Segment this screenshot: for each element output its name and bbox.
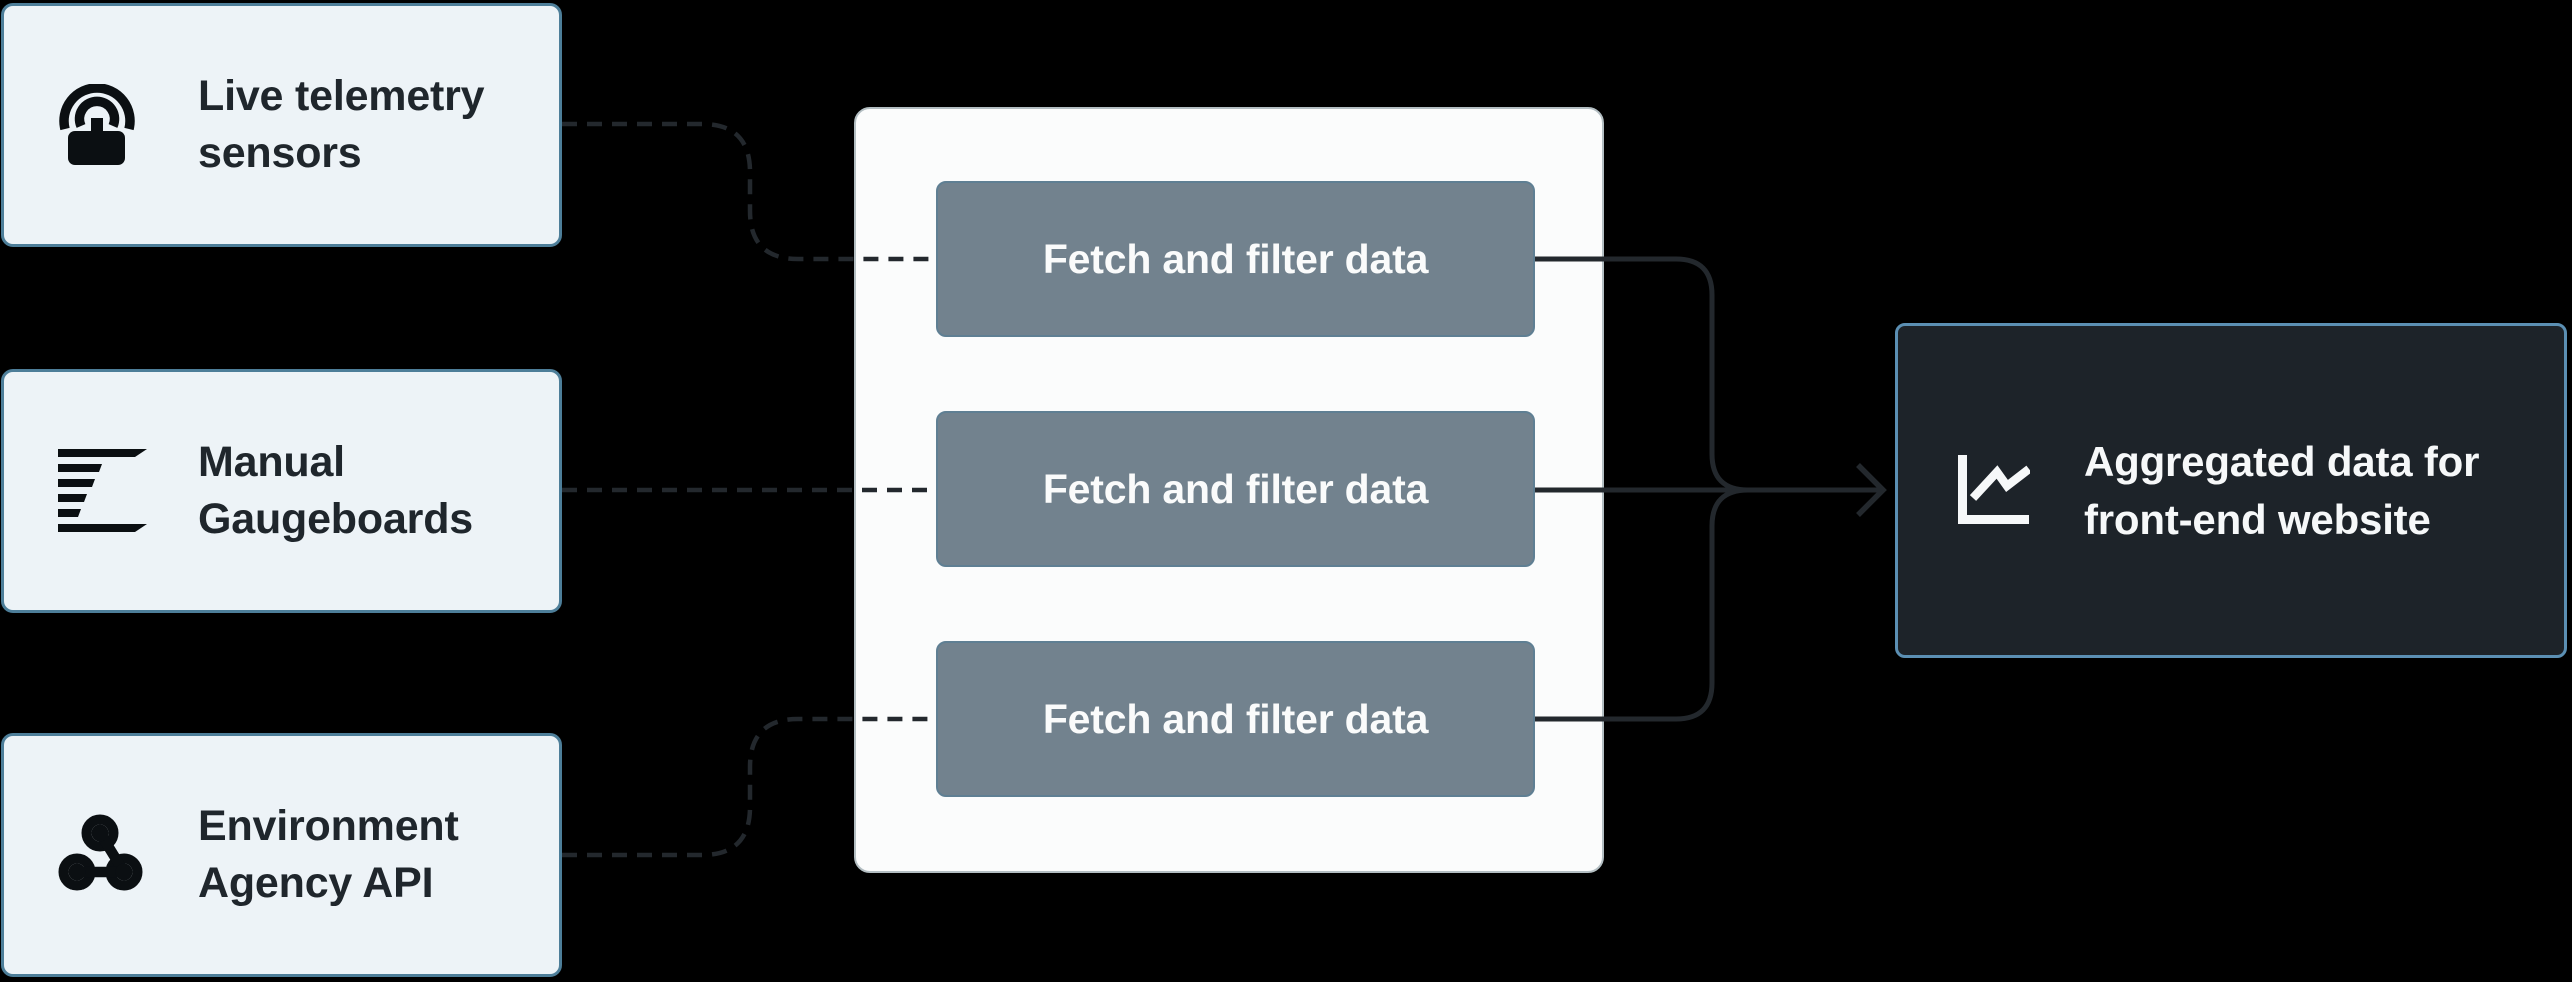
step-label: Fetch and filter data xyxy=(1042,465,1429,512)
source-label: Environment Agency API xyxy=(198,802,459,907)
webhook-icon xyxy=(58,814,150,896)
source-box-environment-agency-api: Environment Agency API xyxy=(1,733,562,977)
source-label: Manual Gaugeboards xyxy=(198,438,473,543)
source-box-live-telemetry: Live telemetry sensors xyxy=(1,3,562,247)
connector-source3-step3 xyxy=(562,716,936,858)
step-label: Fetch and filter data xyxy=(1042,695,1429,742)
gaugeboard-icon xyxy=(58,449,150,533)
pipeline-step-3: Fetch and filter data xyxy=(936,641,1535,797)
connector-step1-merge xyxy=(1535,256,1749,493)
chart-line-icon xyxy=(1954,453,2032,529)
connector-step3-merge xyxy=(1535,487,1749,722)
arrowhead-icon xyxy=(1856,463,1887,517)
connector-source1-step1 xyxy=(562,121,936,262)
output-label: Aggregated data for front-end website xyxy=(2084,437,2480,543)
pipeline-step-2: Fetch and filter data xyxy=(936,411,1535,567)
pipeline-step-1: Fetch and filter data xyxy=(936,181,1535,337)
telemetry-sensor-icon xyxy=(58,84,150,166)
output-box-aggregated-data: Aggregated data for front-end website xyxy=(1895,323,2567,658)
source-label: Live telemetry sensors xyxy=(198,72,485,177)
source-box-manual-gaugeboards: Manual Gaugeboards xyxy=(1,369,562,613)
step-label: Fetch and filter data xyxy=(1042,235,1429,282)
